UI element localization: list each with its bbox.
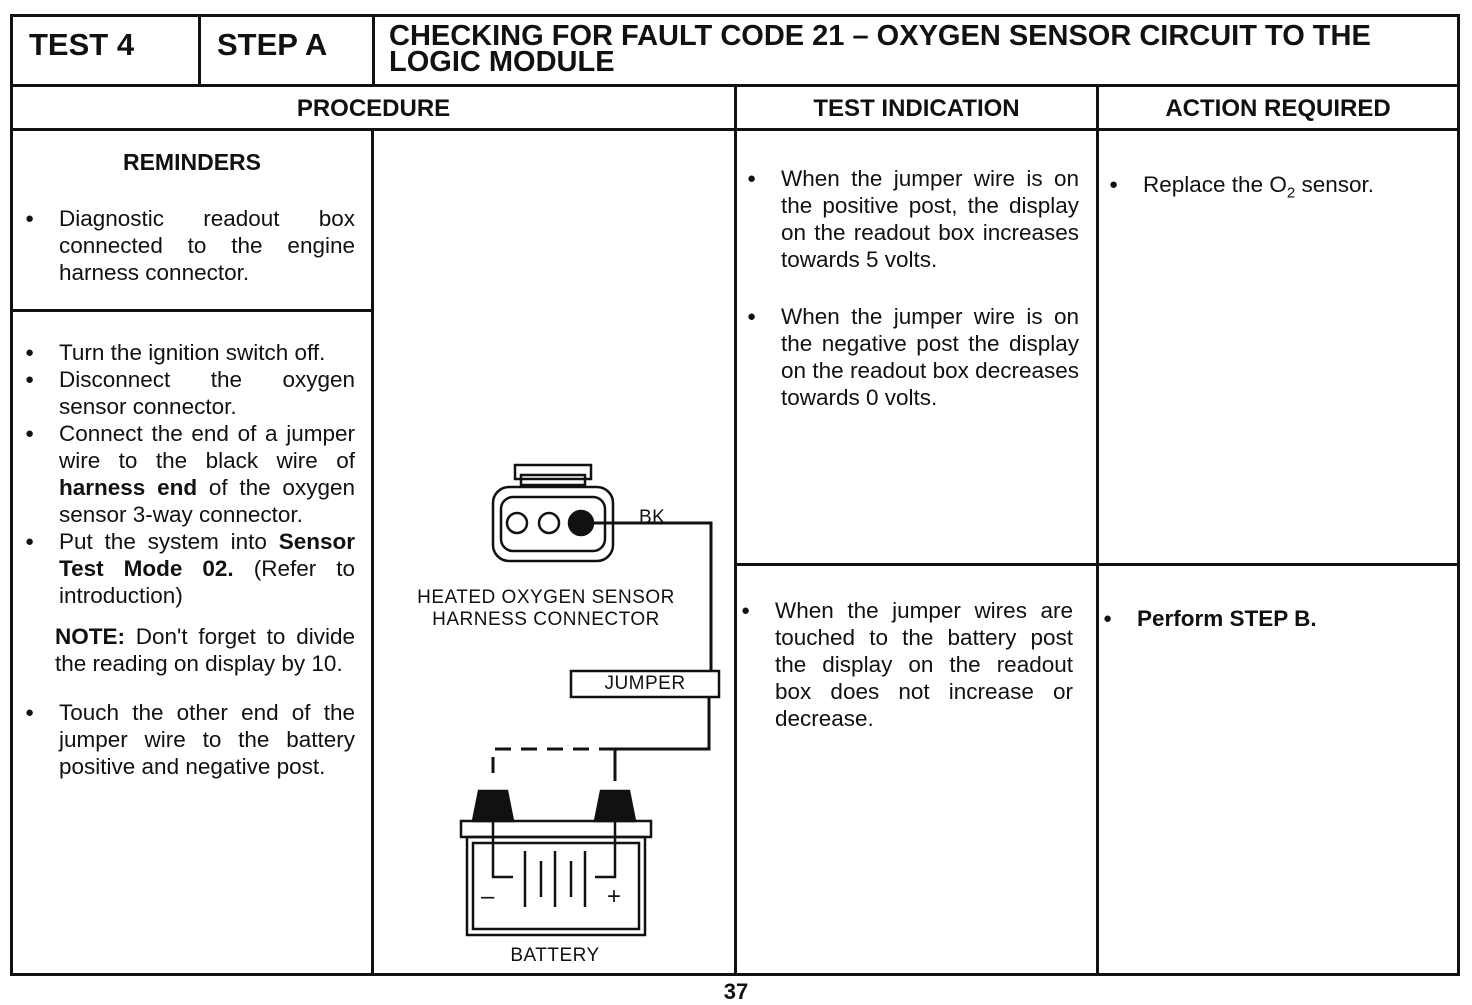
jumper-wire [613, 697, 711, 781]
divider-procedure-indication [734, 131, 737, 973]
step4-text-bold: Sensor Test Mode 02. [59, 529, 355, 581]
test-indication-heading: TEST INDICATION [737, 87, 1099, 131]
divider-reminders [13, 309, 371, 312]
title-line-2: LOGIC MODULE [389, 46, 615, 78]
connector-label-line-2: HARNESS CONNECTOR [432, 609, 660, 630]
divider-result-rows [734, 563, 1457, 566]
procedure-step-1: Turn the ignition switch off. [21, 339, 355, 366]
note-label: NOTE: [55, 624, 125, 649]
step3-text-a: Connect the end of a jumper wire to the … [59, 421, 355, 473]
note-text: Don't forget to divide the reading on di… [55, 624, 355, 676]
indication-positive-post: When the jumper wire is on the positive … [743, 165, 1079, 273]
reminders-title: REMINDERS [122, 149, 261, 175]
divider-indication-action [1096, 131, 1099, 973]
action-replace-text: Replace the O2 sensor. [1105, 171, 1445, 207]
battery-label: BATTERY [510, 945, 600, 966]
jumper-wire-dashed [491, 747, 615, 781]
battery-positive-symbol: + [607, 883, 622, 910]
wiring-diagram: BK HEATED OXYGEN SENSOR HARNESS CONNECTO… [375, 131, 735, 973]
procedure-note: NOTE: Don't forget to divide the reading… [21, 623, 355, 677]
page-number: 37 [723, 979, 749, 1004]
battery-icon [459, 789, 653, 937]
procedure-step-2: Disconnect the oxygen sensor connector. [21, 366, 355, 420]
reminders-list: Diagnostic readout box connected to the … [21, 205, 355, 286]
action-perform-step-b: Perform STEP B. [1099, 605, 1439, 632]
connector-icon [491, 463, 615, 563]
test-indication-upper: When the jumper wire is on the positive … [743, 165, 1079, 411]
battery-negative-symbol: – [481, 883, 495, 910]
connector-label: HEATED OXYGEN SENSOR HARNESS CONNECTOR [381, 587, 711, 631]
title-line-1: CHECKING FOR FAULT CODE 21 – OXYGEN SENS… [389, 20, 1371, 52]
action1-text-b: sensor. [1295, 172, 1374, 197]
procedure-heading: PROCEDURE [13, 87, 737, 131]
action1-subscript: 2 [1286, 184, 1296, 202]
divider-procedure-diagram [371, 131, 374, 973]
procedure-table: TEST 4 STEP A CHECKING FOR FAULT CODE 21… [10, 14, 1460, 976]
test-number: TEST 4 [13, 17, 201, 87]
reminder-item: Diagnostic readout box connected to the … [21, 205, 355, 286]
indication-no-change: When the jumper wires are touched to the… [737, 597, 1073, 732]
procedure-step-4: Put the system into Sensor Test Mode 02.… [21, 528, 355, 609]
procedure-steps: Turn the ignition switch off. Disconnect… [21, 339, 355, 780]
wire-color-label: BK [639, 507, 666, 528]
step4-text-a: Put the system into [59, 529, 279, 554]
step3-text-c: of the oxygen sensor 3-way connector. [59, 475, 355, 527]
jumper-box [569, 669, 721, 699]
black-wire [581, 521, 713, 687]
action1-text-a: Replace the O [1143, 172, 1287, 197]
wiring-diagram-svg [459, 463, 721, 937]
procedure-step-5: Touch the other end of the jumper wire t… [21, 699, 355, 780]
indication-negative-post: When the jumper wire is on the negative … [743, 303, 1079, 411]
step4-text-c: (Refer to introduction) [59, 556, 355, 608]
step3-text-bold: harness end [59, 475, 198, 500]
step-label: STEP A [201, 17, 375, 87]
action-required-heading: ACTION REQUIRED [1099, 87, 1457, 131]
connector-label-line-1: HEATED OXYGEN SENSOR [417, 587, 675, 608]
page-title: CHECKING FOR FAULT CODE 21 – OXYGEN SENS… [375, 17, 1457, 87]
test-indication-lower: When the jumper wires are touched to the… [737, 597, 1073, 732]
jumper-label: JUMPER [604, 673, 686, 694]
action-step-b-text: Perform STEP B. [1099, 605, 1439, 632]
procedure-step-3: Connect the end of a jumper wire to the … [21, 420, 355, 528]
action-replace-sensor: Replace the O2 sensor. [1105, 171, 1445, 207]
